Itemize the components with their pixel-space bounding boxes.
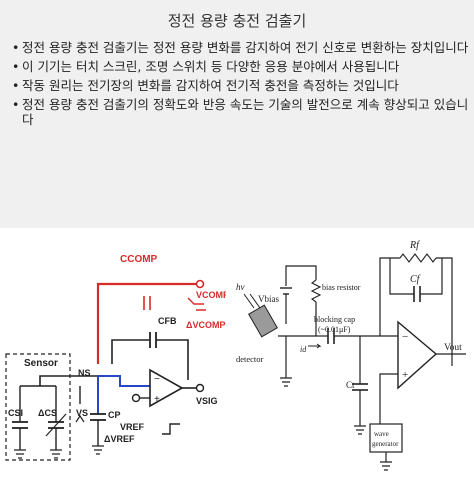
cf-wire: [420, 258, 443, 295]
cfb-wire-left: [111, 339, 150, 364]
wave-generator-box: [369, 423, 403, 453]
bias-resistor-symbol: [310, 279, 322, 303]
ccomp-label: CCOMP: [120, 254, 158, 265]
variable-arrow: [45, 413, 67, 437]
dcs-label: ΔCS: [38, 408, 57, 418]
ns-signal-path: [98, 375, 150, 387]
cf-label: Cf: [410, 274, 421, 285]
ground-icon: [280, 377, 292, 387]
detector-circuit-diagram: hv detector Vbias bias resistor id block…: [236, 240, 466, 471]
sensor-circuit-figure: CCOMP VCOMP ΔVCOMP CFB Sensor NS CSI: [0, 236, 229, 474]
opamp-plus: +: [402, 369, 408, 381]
slide-header-panel: 정전 용량 충전 검출기 정전 용량 충전 검출기는 정전 용량 변화를 감지하…: [0, 0, 474, 228]
dvcomp-label: ΔVCOMP: [186, 320, 225, 330]
sensor-box: [5, 353, 71, 461]
ground-icon: [354, 425, 366, 435]
csi-label: CSI: [8, 408, 23, 418]
vs-label: VS: [76, 408, 88, 418]
opamp-symbol: [149, 368, 184, 408]
vcomp-label: VCOMP: [196, 290, 226, 300]
current-arrow-icon: [308, 343, 322, 349]
ccomp-wire: [96, 282, 184, 364]
opamp-minus: −: [402, 331, 408, 343]
opamp-plus: +: [154, 394, 160, 405]
vcomp-terminal: [195, 279, 205, 289]
ct-label: Ct: [346, 380, 355, 390]
hv-label: hv: [236, 282, 245, 292]
ground-icon: [14, 449, 26, 459]
sensor-node-wire: [39, 375, 98, 386]
page-title: 정전 용량 충전 검출기: [167, 12, 307, 30]
wave-generator-label: wave: [374, 430, 389, 438]
dvref-label: ΔVREF: [104, 434, 135, 444]
light-arrows-icon: [243, 293, 261, 309]
id-label: id: [300, 345, 307, 354]
bullet-item: 정전 용량 충전 검출기는 정전 용량 변화를 감지하여 전기 신호로 변환하는…: [12, 40, 472, 55]
rf-resistor-symbol: [399, 253, 437, 263]
bullet-item: 정전 용량 충전 검출기의 정확도와 반응 속도는 기술의 발전으로 계속 향상…: [12, 97, 472, 127]
sensor-label: Sensor: [24, 358, 58, 369]
bullet-item: 이 기기는 터치 스크린, 조명 스위치 등 다양한 응용 분야에서 사용됩니다: [12, 59, 472, 74]
opamp-symbol: [397, 320, 438, 390]
sensor-circuit-diagram: CCOMP VCOMP ΔVCOMP CFB Sensor NS CSI: [5, 254, 229, 461]
blocking-cap-value: (~0.01μF): [318, 325, 351, 334]
cfb-wire-right: [156, 339, 189, 380]
rf-label: Rf: [409, 240, 420, 251]
ground-icon: [92, 445, 104, 455]
feedback-wire: [379, 257, 400, 336]
cfb-label: CFB: [158, 316, 177, 326]
bullet-item: 작동 원리는 전기장의 변화를 감지하여 전기적 충전을 측정하는 것입니다: [12, 78, 472, 93]
wave-generator-label-2: generator: [372, 440, 399, 448]
blocking-cap-label: blocking cap: [314, 315, 355, 324]
vs-arrow: [75, 414, 85, 423]
bias-resistor-label: bias resistor: [322, 283, 361, 292]
feedback-wire: [436, 257, 453, 366]
cf-wire: [389, 258, 414, 295]
vsig-terminal: [195, 383, 205, 393]
plus-input-wire: [379, 373, 398, 424]
vbias-label: Vbias: [258, 294, 279, 304]
vref-label: VREF: [120, 422, 145, 432]
detector-icon: [248, 304, 278, 338]
bias-wire: [285, 265, 317, 286]
vout-label: Vout: [444, 343, 462, 353]
ground-icon: [50, 449, 62, 459]
detector-label: detector: [236, 354, 264, 364]
ground-icon: [380, 461, 392, 471]
bullet-list: 정전 용량 충전 검출기는 정전 용량 변화를 감지하여 전기 신호로 변환하는…: [10, 40, 472, 131]
opamp-minus: −: [154, 374, 160, 385]
ns-label: NS: [78, 368, 91, 378]
dvcomp-step: [187, 297, 206, 311]
vref-terminal: [131, 393, 141, 403]
detector-circuit-figure: hv detector Vbias bias resistor id block…: [230, 236, 474, 474]
vsig-label: VSIG: [196, 396, 218, 406]
cp-label: CP: [108, 410, 121, 420]
dvref-step: [162, 423, 180, 435]
